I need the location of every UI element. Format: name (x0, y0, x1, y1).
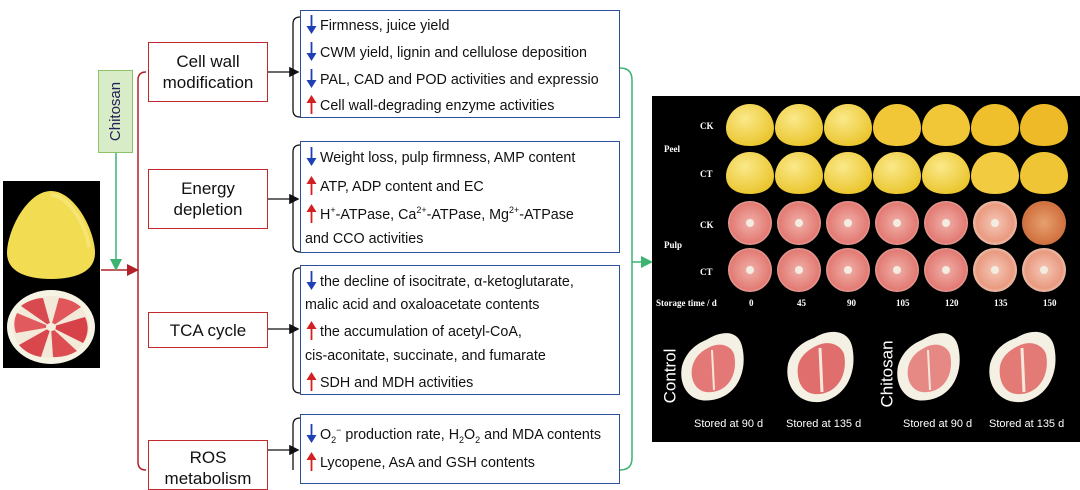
category-label: Cell wall modification (162, 52, 254, 92)
day-label: 105 (896, 298, 910, 308)
effect-line-o2: O2− production rate, H2O2 and MDA conten… (305, 424, 617, 445)
up-arrow-icon (306, 452, 317, 471)
category-label: TCA cycle (169, 320, 247, 340)
effect-line: Lycopene, AsA and GSH contents (305, 452, 617, 471)
category-label: Energy depletion (173, 179, 243, 219)
category-energy-depletion: Energy depletion (148, 169, 268, 229)
down-arrow-icon (306, 424, 317, 443)
effect-line: ATP, ADP content and EC (305, 176, 617, 195)
cut-fruit-image (7, 290, 95, 364)
row-label-pulp: Pulp (664, 240, 683, 250)
day-label: 120 (945, 298, 959, 308)
peel-ck-row (726, 104, 1068, 146)
row-label-peel: Peel (664, 144, 680, 154)
chitosan-label: Chitosan (107, 81, 125, 142)
day-label: 45 (797, 298, 806, 308)
whole-fruit-image (7, 191, 95, 279)
effects-cell-wall: Firmness, juice yield CWM yield, lignin … (300, 10, 620, 118)
fruit-photo-panel (3, 181, 100, 368)
row-label-pulp-ct: CT (700, 267, 713, 277)
up-arrow-icon (306, 372, 317, 391)
down-arrow-icon (306, 147, 317, 166)
bracket-tca (292, 267, 301, 394)
effects-energy-depletion: Weight loss, pulp firmness, AMP content … (300, 141, 620, 253)
up-arrow-icon (306, 95, 317, 114)
effects-ros-metabolism: O2− production rate, H2O2 and MDA conten… (300, 414, 620, 484)
category-cell-wall-modification: Cell wall modification (148, 42, 268, 102)
bracket-cell-wall (292, 16, 301, 118)
fruit-grid-images (681, 104, 1068, 403)
left-bracket (137, 71, 147, 471)
up-arrow-icon (306, 321, 317, 340)
row-label-pulp-ck: CK (700, 220, 714, 230)
category-ros-metabolism: ROS metabolism (148, 440, 268, 490)
photo-caption: Stored at 135 d (786, 418, 862, 430)
down-arrow-icon (306, 42, 317, 61)
chitosan-label-box: Chitosan (98, 70, 133, 153)
effect-line: CWM yield, lignin and cellulose depositi… (305, 42, 617, 61)
bracket-ros (292, 417, 301, 470)
day-label: 0 (749, 298, 754, 308)
photo-caption: Stored at 135 d (989, 418, 1065, 430)
day-label: 135 (994, 298, 1008, 308)
effect-line-continuation: cis-aconitate, succinate, and fumarate (305, 348, 546, 364)
storage-photo-panel: Peel CK CT Pulp CK CT Storage time / d 0… (652, 96, 1080, 442)
control-label: Control (660, 348, 680, 404)
storage-time-label: Storage time / d (656, 298, 717, 308)
effect-line-atpase: H+-ATPase, Ca2+-ATPase, Mg2+-ATPase (305, 204, 617, 223)
down-arrow-icon (306, 15, 317, 34)
category-label: ROS metabolism (164, 448, 252, 488)
peel-ct-row (726, 152, 1068, 194)
category-tca-cycle: TCA cycle (148, 312, 268, 348)
pulp-ck-row (728, 201, 1066, 245)
row-label-peel-ct: CT (700, 169, 713, 179)
day-label: 90 (847, 298, 856, 308)
effect-line: the decline of isocitrate, α-ketoglutara… (305, 271, 617, 290)
up-arrow-icon (306, 176, 317, 195)
pulp-ct-row (728, 248, 1066, 292)
row-label-peel-ck: CK (700, 121, 714, 131)
effect-line-continuation: and CCO activities (305, 231, 424, 247)
down-arrow-icon (306, 271, 317, 290)
photo-caption: Stored at 90 d (694, 418, 764, 430)
effect-line: Cell wall-degrading enzyme activities (305, 95, 617, 114)
effect-line: Weight loss, pulp firmness, AMP content (305, 147, 617, 166)
effect-line: PAL, CAD and POD activities and expressi… (305, 69, 617, 88)
down-arrow-icon (306, 69, 317, 88)
effect-line: the accumulation of acetyl-CoA, (305, 321, 617, 340)
up-arrow-icon (306, 204, 317, 223)
effect-line-continuation: malic acid and oxaloacetate contents (305, 297, 540, 313)
chitosan-photo-label: Chitosan (877, 340, 897, 408)
day-label: 150 (1043, 298, 1057, 308)
effects-tca-cycle: the decline of isocitrate, α-ketoglutara… (300, 265, 620, 395)
flow-connectors (101, 16, 653, 471)
right-bracket (619, 67, 633, 471)
halved-fruit-images (681, 331, 1056, 403)
effect-line: SDH and MDH activities (305, 372, 617, 391)
effect-line: Firmness, juice yield (305, 15, 617, 34)
photo-caption: Stored at 90 d (903, 418, 973, 430)
